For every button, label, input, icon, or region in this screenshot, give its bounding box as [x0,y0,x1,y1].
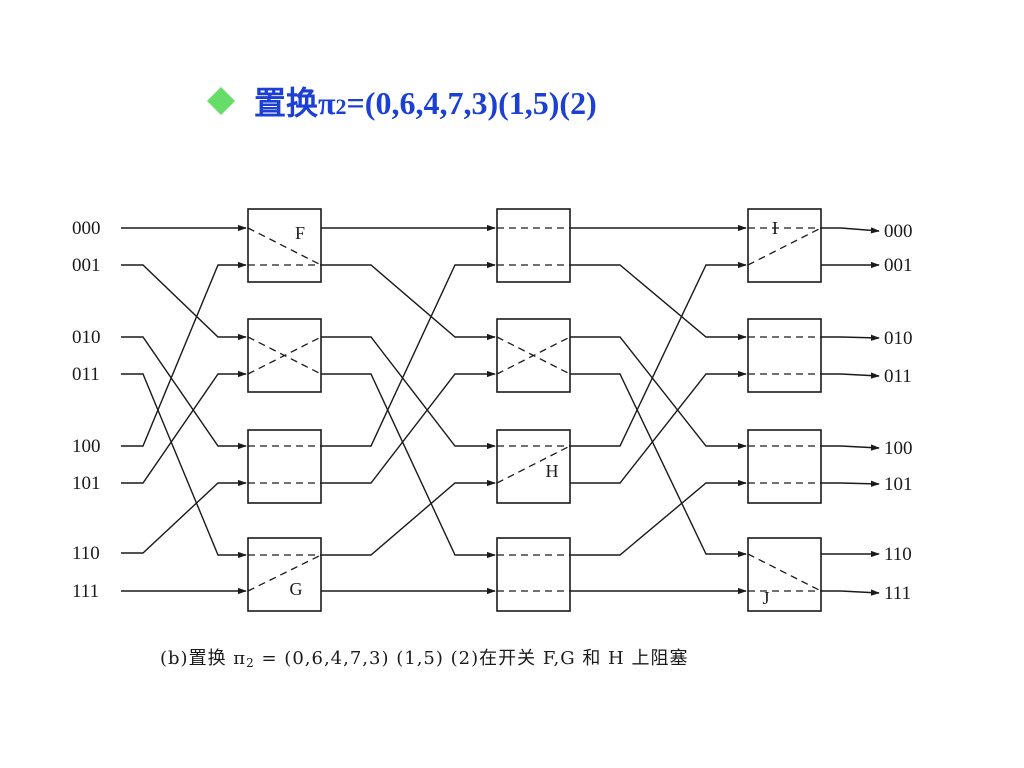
link-wire [570,479,747,556]
switch-box-outline [247,429,322,504]
link-wire [121,370,247,484]
switch-box-outline [247,208,322,283]
switch-label: F [295,223,305,243]
switch-box [747,429,822,504]
switch-box: G [247,537,322,612]
switch-box [496,537,571,612]
switch-box-outline [747,537,822,612]
output-port-label: 111 [884,583,911,604]
input-port-label: 101 [72,473,101,494]
switch-box: I [747,208,822,283]
switch-box [247,429,322,504]
switch-connection [247,554,322,592]
switch-box-outline [496,318,571,393]
output-port-label: 110 [884,544,912,565]
switch-label: J [762,588,769,608]
link-wire [321,479,496,556]
switch-box-outline [747,318,822,393]
switch-connection [247,336,322,375]
input-port-label: 111 [72,581,99,602]
switch-box [747,318,822,393]
figure-caption: (b)置换 π2 = (0,6,4,7,3) (1,5) (2)在开关 F,G … [160,644,688,670]
link-wire [570,336,747,450]
switch-box: J [747,537,822,612]
link-wire [570,373,747,558]
switch-box: F [247,208,322,283]
input-port-label: 000 [72,218,101,239]
output-wire [821,444,880,451]
output-port-label: 010 [884,328,913,349]
output-port-label: 011 [884,366,912,387]
caption-pi: π2 [233,648,254,669]
link-wire [321,264,496,341]
link-wire [121,264,247,341]
caption-pi-symbol: π [233,648,247,669]
switch-box-outline [247,318,322,393]
switch-box-outline [496,429,571,504]
link-wire [121,261,247,447]
link-wire [121,373,247,559]
link-wire [121,479,247,554]
output-port-label: 101 [884,474,913,495]
switch-box: H [496,429,571,504]
output-port-label: 100 [884,438,913,459]
link-wire [121,336,247,450]
link-wire [321,370,496,484]
output-port-label: 000 [884,221,913,242]
link-wire [321,261,496,447]
switch-box-outline [747,429,822,504]
switch-connection [747,553,822,592]
switch-box-outline [747,208,822,283]
switch-box-outline [496,537,571,612]
input-port-label: 110 [72,543,100,564]
switch-connection [496,336,571,375]
caption-suffix: = (0,6,4,7,3) (1,5) (2)在开关 F,G 和 H 上阻塞 [254,648,689,669]
switch-connection [496,445,571,484]
output-wire [821,334,880,341]
switch-connection [747,227,822,266]
output-port-label: 001 [884,255,913,276]
title-prefix: 置换π [254,85,336,121]
switch-box-outline [247,537,322,612]
output-wire [821,372,880,379]
output-wire [821,589,880,596]
switch-label: I [772,218,778,238]
output-wire [821,227,880,234]
switch-label: G [290,579,303,599]
title-permutation: =(0,6,4,7,3)(1,5)(2) [346,85,597,121]
link-wire [570,264,747,341]
link-wire [321,373,496,559]
caption-pi-subscript: 2 [246,656,255,670]
switch-box-outline [496,208,571,283]
output-wire [821,480,880,487]
link-wire [570,261,747,447]
input-port-label: 100 [72,436,101,457]
input-port-label: 011 [72,364,100,385]
diamond-bullet-icon [206,86,236,116]
link-wire [321,336,496,450]
switch-connection [247,227,322,266]
switch-box [247,318,322,393]
input-port-label: 010 [72,327,101,348]
caption-prefix: (b)置换 [160,648,234,669]
switch-box [496,318,571,393]
switch-label: H [546,461,559,481]
switch-box [496,208,571,283]
input-port-label: 001 [72,255,101,276]
link-wire [570,370,747,484]
